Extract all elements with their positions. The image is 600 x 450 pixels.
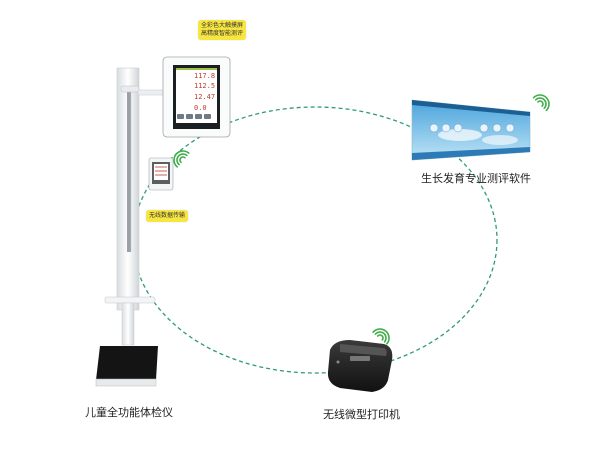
screen-reading-1: 117.8 xyxy=(194,72,215,80)
touchscreen-callout: 全彩色大触摸屏 高精度智能测评 xyxy=(198,20,246,40)
printer-caption: 无线微型打印机 xyxy=(323,406,400,422)
software-window xyxy=(412,100,530,160)
thermal-printer xyxy=(328,340,392,392)
wireless-callout-text: 无线数据传输 xyxy=(149,212,185,220)
screen-reading-2: 112.5 xyxy=(194,82,215,90)
wireless-callout: 无线数据传输 xyxy=(146,210,188,222)
touchscreen-callout-line-2: 高精度智能测评 xyxy=(201,30,243,38)
screen-reading-4: 0.0 xyxy=(194,104,207,112)
device-caption: 儿童全功能体检仪 xyxy=(85,404,173,420)
wifi-icon xyxy=(534,91,553,110)
measuring-device xyxy=(96,68,168,386)
mounted-screen xyxy=(149,158,173,190)
software-caption: 生长发育专业测评软件 xyxy=(421,170,531,186)
screen-reading-3: 12.47 xyxy=(194,93,215,101)
touchscreen-callout-line-1: 全彩色大触摸屏 xyxy=(201,22,243,30)
wifi-icon xyxy=(373,325,393,343)
